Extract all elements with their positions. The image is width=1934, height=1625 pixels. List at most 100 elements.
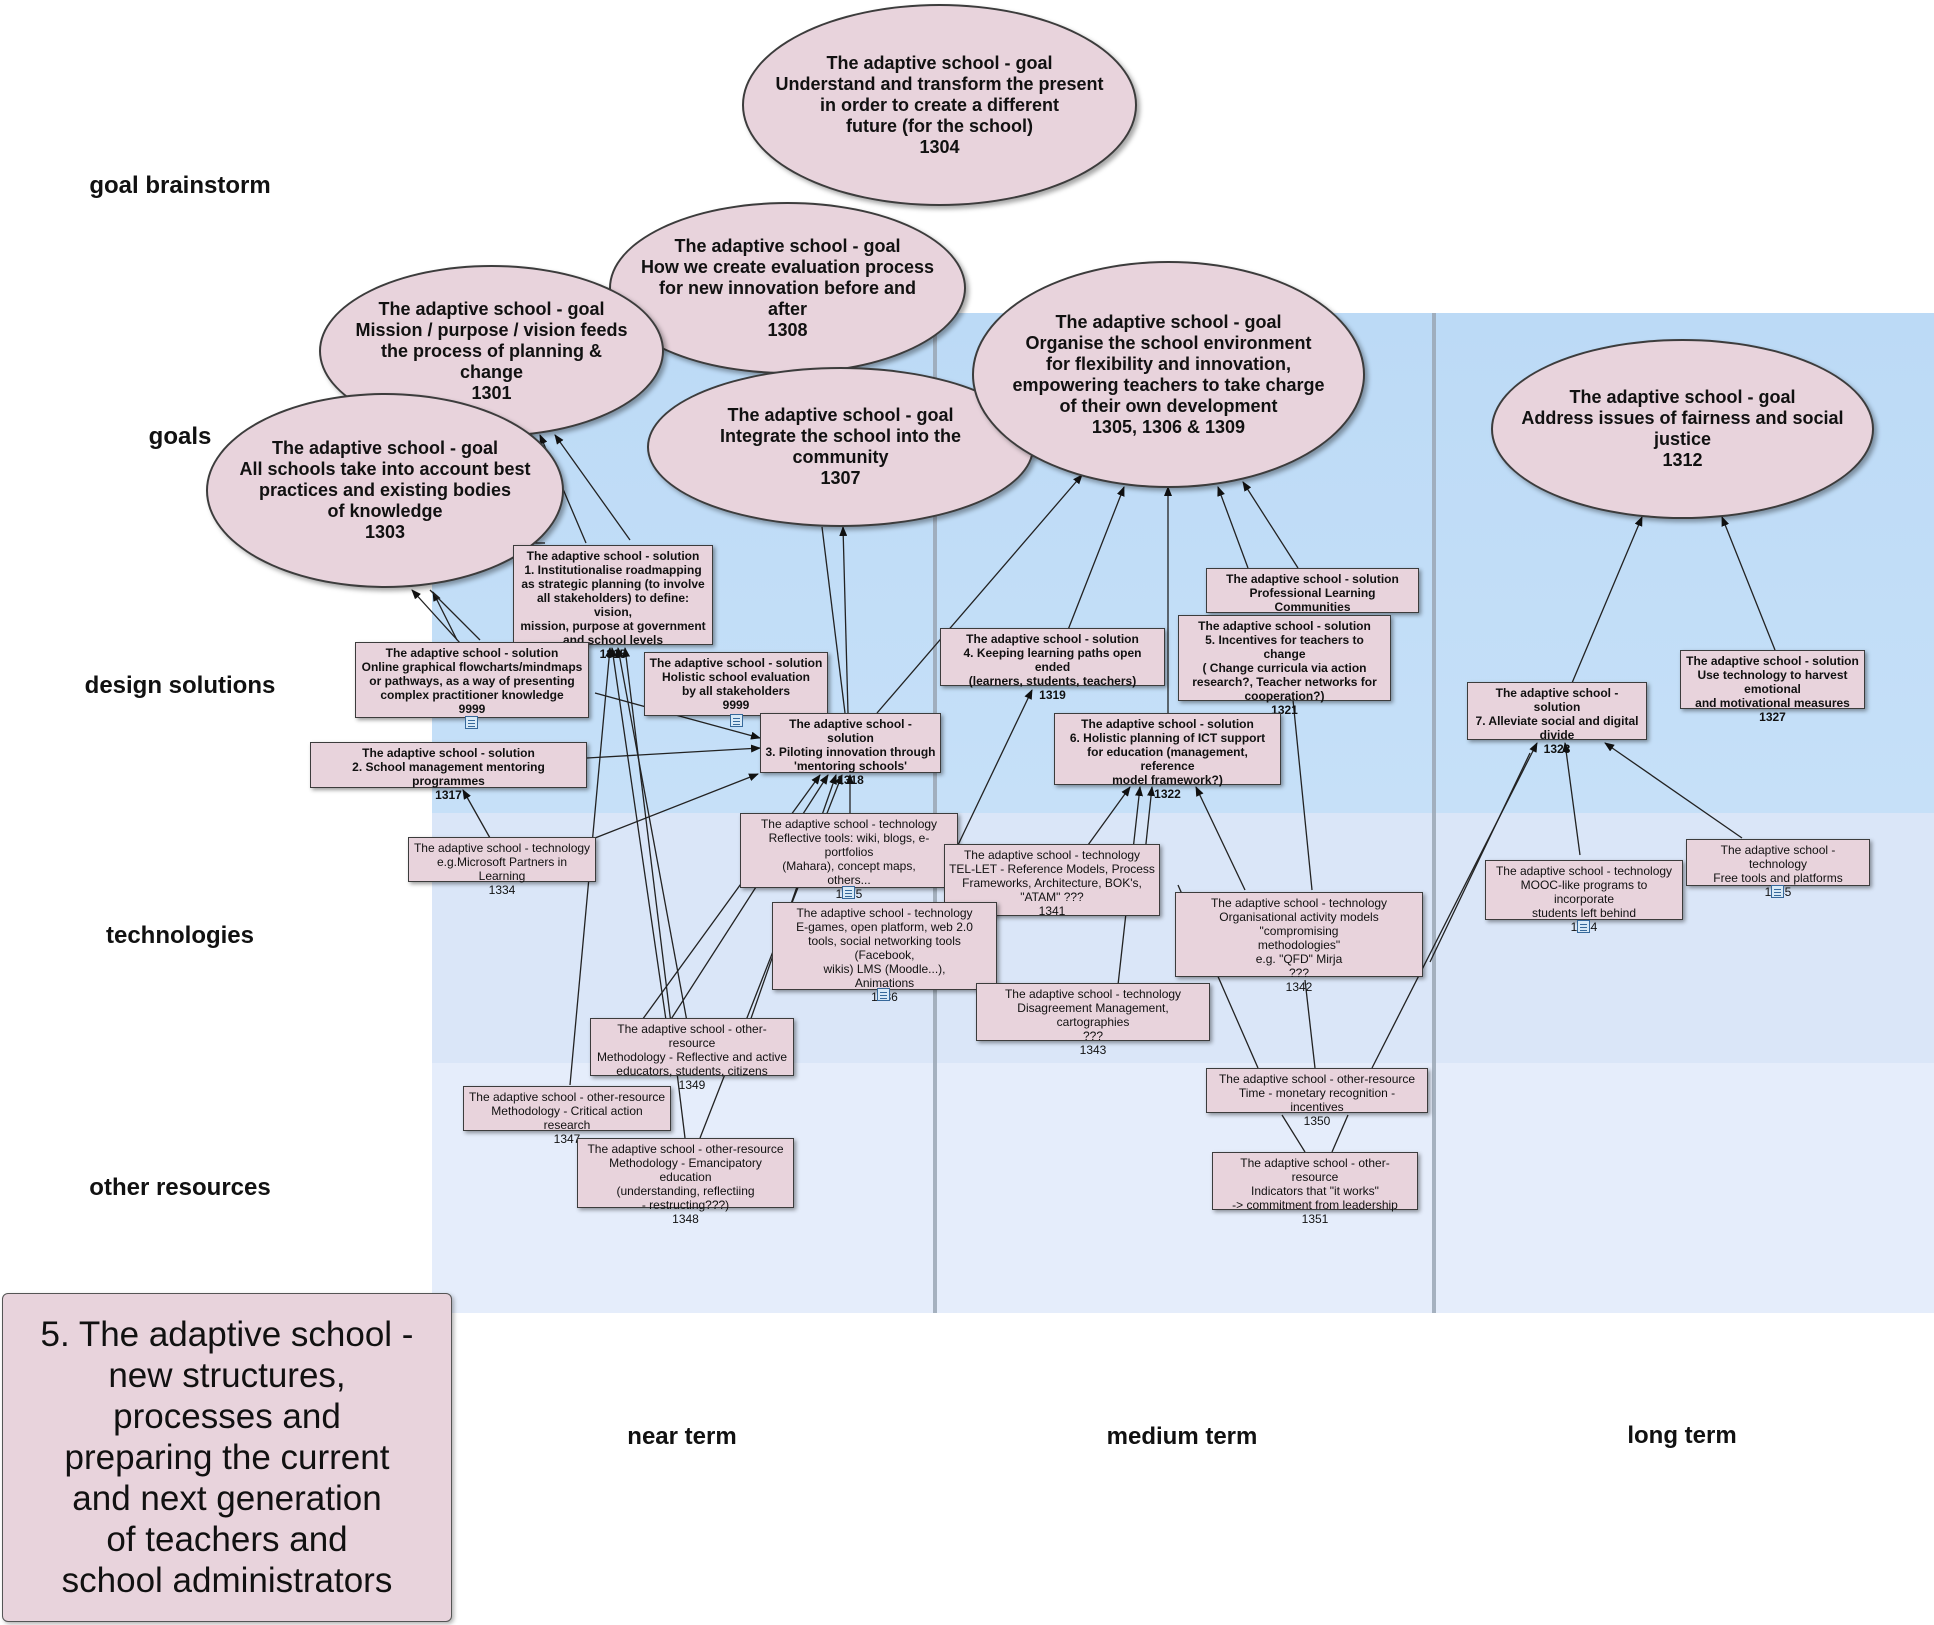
- node-text: The adaptive school - technology Organis…: [1210, 896, 1388, 994]
- solution-node-1319[interactable]: The adaptive school - solution 4. Keepin…: [940, 628, 1165, 702]
- node-text: The adaptive school - technology TEL-LET…: [949, 848, 1155, 918]
- solution-node-1322[interactable]: The adaptive school - solution 6. Holist…: [1054, 713, 1281, 801]
- solution-node-1323[interactable]: The adaptive school - solution 7. Allevi…: [1467, 682, 1647, 756]
- edge: [609, 647, 668, 1028]
- edge: [1217, 486, 1249, 569]
- col-label-near-term: near term: [627, 1423, 737, 1450]
- edge: [821, 526, 846, 714]
- node-text: The adaptive school - solution Use techn…: [1686, 654, 1859, 724]
- edge: [1292, 699, 1313, 891]
- goal-node-1304[interactable]: The adaptive school - goal Understand an…: [742, 4, 1137, 206]
- technology-node-1343[interactable]: The adaptive school - technology Disagre…: [976, 983, 1210, 1057]
- row-label-design-solutions: design solutions: [84, 672, 276, 699]
- solution-node-9999-evaluation[interactable]: The adaptive school - solution Holistic …: [644, 652, 828, 716]
- resource-node-1350[interactable]: The adaptive school - other-resource Tim…: [1206, 1068, 1428, 1128]
- row-label-goals: goals: [148, 423, 212, 450]
- node-text: The adaptive school - goal How we create…: [640, 235, 935, 340]
- node-text: The adaptive school - solution Holistic …: [649, 656, 823, 712]
- solution-node-1318[interactable]: The adaptive school - solution 3. Piloti…: [760, 713, 941, 787]
- technology-node-1345[interactable]: The adaptive school - technology Free to…: [1686, 839, 1870, 899]
- technology-node-1344[interactable]: The adaptive school - technology MOOC-li…: [1485, 860, 1683, 934]
- edge: [1562, 742, 1581, 856]
- node-text: The adaptive school - other-resource Ind…: [1232, 1156, 1398, 1226]
- col-label-long-term: long term: [1627, 1422, 1737, 1449]
- edge: [462, 789, 491, 839]
- node-text: The adaptive school - other-resource Met…: [468, 1090, 666, 1146]
- edge: [554, 434, 631, 541]
- node-text: The adaptive school - technology e.g.Mic…: [413, 841, 591, 897]
- diagram-title: 5. The adaptive school - new structures,…: [40, 1315, 414, 1600]
- solution-node-1327[interactable]: The adaptive school - solution Use techn…: [1680, 650, 1865, 724]
- node-text: The adaptive school - solution Professio…: [1226, 572, 1399, 628]
- node-text: The adaptive school - technology Free to…: [1713, 843, 1843, 899]
- note-icon[interactable]: [730, 714, 743, 727]
- edge: [1721, 516, 1776, 651]
- node-text: The adaptive school - goal Address issue…: [1521, 387, 1844, 470]
- edge: [432, 591, 458, 641]
- medium-long-separator: [1432, 313, 1436, 1313]
- goal-node-1303[interactable]: The adaptive school - goal All schools t…: [206, 393, 564, 588]
- node-text: The adaptive school - solution 5. Incent…: [1192, 619, 1377, 717]
- node-text: The adaptive school - goal Understand an…: [775, 52, 1104, 157]
- edge: [1331, 1114, 1349, 1153]
- node-text: The adaptive school - other-resource Met…: [587, 1142, 784, 1226]
- edge: [1304, 979, 1316, 1069]
- technology-node-1342[interactable]: The adaptive school - technology Organis…: [1175, 892, 1423, 994]
- edge: [1281, 1114, 1306, 1153]
- row-label-goal-brainstorm: goal brainstorm: [89, 172, 271, 199]
- edge: [1087, 786, 1131, 846]
- edge: [1429, 752, 1531, 963]
- technology-node-1335[interactable]: The adaptive school - technology Reflect…: [740, 813, 958, 901]
- row-label-other-resources: other resources: [89, 1174, 271, 1201]
- solution-node-1315[interactable]: The adaptive school - solution 1. Instit…: [513, 545, 713, 661]
- solution-node-9999-flowcharts[interactable]: The adaptive school - solution Online gr…: [355, 642, 589, 718]
- edge: [1604, 742, 1743, 839]
- node-text: The adaptive school - other-resource Met…: [596, 1022, 788, 1092]
- goal-node-1301[interactable]: The adaptive school - goal Mission / pur…: [319, 265, 664, 437]
- node-text: The adaptive school - technology Reflect…: [760, 817, 938, 901]
- solution-node-1321[interactable]: The adaptive school - solution 5. Incent…: [1178, 615, 1391, 717]
- diagram-title-box: 5. The adaptive school - new structures,…: [2, 1293, 452, 1622]
- edge: [1195, 786, 1246, 891]
- node-text: The adaptive school - goal Integrate the…: [719, 405, 961, 488]
- resource-node-1347[interactable]: The adaptive school - other-resource Met…: [463, 1086, 671, 1146]
- node-text: The adaptive school - solution 3. Piloti…: [765, 717, 936, 787]
- row-label-technologies: technologies: [105, 922, 255, 949]
- resource-node-1349[interactable]: The adaptive school - other-resource Met…: [590, 1018, 794, 1092]
- note-icon[interactable]: [1577, 920, 1590, 933]
- edge: [1242, 481, 1299, 569]
- edge: [594, 773, 759, 839]
- goal-node-1305[interactable]: The adaptive school - goal Organise the …: [972, 261, 1365, 488]
- edge: [586, 744, 761, 759]
- goal-node-1312[interactable]: The adaptive school - goal Address issue…: [1491, 339, 1874, 519]
- solution-node-1317[interactable]: The adaptive school - solution 2. School…: [310, 742, 587, 802]
- technology-node-1341[interactable]: The adaptive school - technology TEL-LET…: [944, 844, 1160, 918]
- note-icon[interactable]: [842, 886, 855, 899]
- node-text: The adaptive school - solution 2. School…: [352, 746, 545, 802]
- node-text: The adaptive school - goal Mission / pur…: [355, 298, 628, 403]
- edge: [615, 647, 689, 1028]
- node-text: The adaptive school - solution Online gr…: [361, 646, 583, 716]
- edge: [1065, 486, 1125, 636]
- note-icon[interactable]: [877, 988, 890, 1001]
- goal-node-1308[interactable]: The adaptive school - goal How we create…: [609, 202, 966, 374]
- technology-node-1334[interactable]: The adaptive school - technology e.g.Mic…: [408, 837, 596, 897]
- node-text: The adaptive school - solution 1. Instit…: [520, 549, 706, 661]
- node-text: The adaptive school - goal Organise the …: [1012, 311, 1325, 437]
- note-icon[interactable]: [465, 716, 478, 729]
- edge: [839, 526, 849, 714]
- resource-node-1351[interactable]: The adaptive school - other-resource Ind…: [1212, 1152, 1418, 1226]
- resource-node-1348[interactable]: The adaptive school - other-resource Met…: [577, 1138, 794, 1226]
- edge: [429, 589, 481, 641]
- node-text: The adaptive school - solution 6. Holist…: [1069, 717, 1266, 801]
- node-text: The adaptive school - technology Disagre…: [1004, 987, 1182, 1057]
- solution-node-9999-plc[interactable]: The adaptive school - solution Professio…: [1206, 568, 1419, 628]
- node-text: The adaptive school - other-resource Tim…: [1218, 1072, 1416, 1128]
- note-icon[interactable]: [1771, 885, 1784, 898]
- col-label-medium-term: medium term: [1106, 1423, 1258, 1450]
- edge: [1571, 516, 1643, 684]
- node-text: The adaptive school - technology E-games…: [796, 906, 973, 1004]
- technology-node-1336[interactable]: The adaptive school - technology E-games…: [772, 902, 997, 1004]
- node-text: The adaptive school - solution 4. Keepin…: [963, 632, 1142, 702]
